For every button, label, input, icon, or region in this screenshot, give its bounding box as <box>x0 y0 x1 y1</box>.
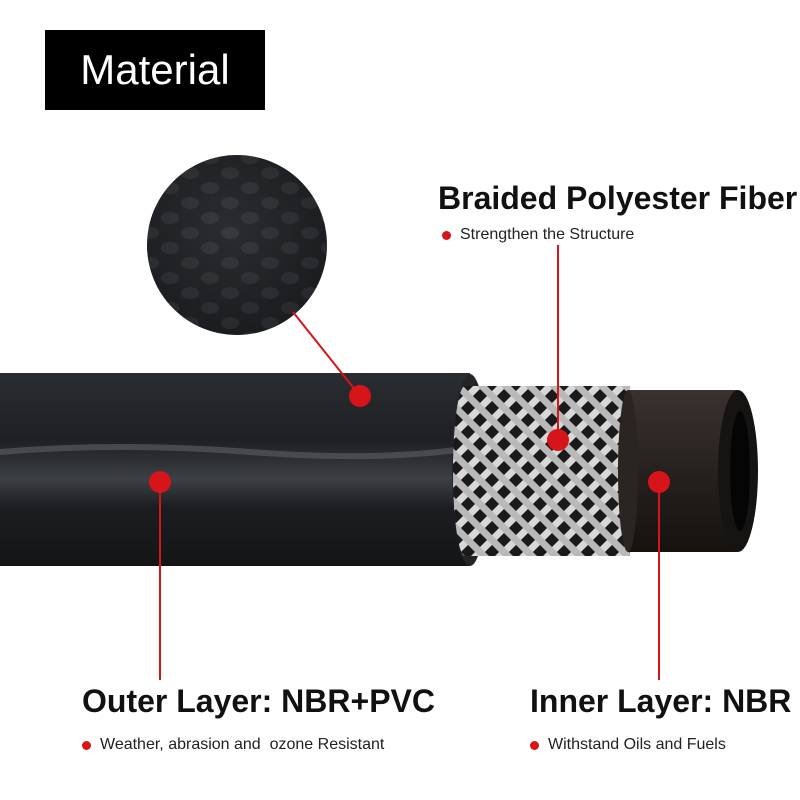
inner-layer-title: Inner Layer: NBR <box>530 683 792 719</box>
outer-layer-shape <box>0 373 488 566</box>
braided-layer-shape <box>453 386 630 556</box>
outer-layer-marker <box>149 471 171 493</box>
callout-dots <box>149 385 670 493</box>
outer-layer-title: Outer Layer: NBR+PVC <box>82 683 435 719</box>
texture-zoom-circle <box>147 155 327 335</box>
outer-texture-marker <box>349 385 371 407</box>
inner-layer-marker <box>648 471 670 493</box>
braided-layer-bullet-text: Strengthen the Structure <box>460 226 635 243</box>
outer-layer-bullet: Weather, abrasion and ozone Resistant <box>82 736 384 754</box>
inner-layer-shape <box>618 390 758 552</box>
inner-layer-bullet-text: Withstand Oils and Fuels <box>548 736 726 753</box>
material-badge: Material <box>45 30 265 110</box>
outer-layer-bullet-text: Weather, abrasion and ozone Resistant <box>100 736 385 753</box>
bullet-dot-icon <box>530 740 539 750</box>
callout-lines <box>159 245 660 680</box>
inner-layer-bullet: Withstand Oils and Fuels <box>530 736 726 754</box>
bullet-dot-icon <box>82 740 91 750</box>
braided-marker <box>547 429 569 451</box>
material-badge-label: Material <box>80 46 230 93</box>
bullet-dot-icon <box>442 230 451 240</box>
braided-layer-title: Braided Polyester Fiber <box>438 180 798 216</box>
braided-layer-bullet: Strengthen the Structure <box>442 226 634 244</box>
